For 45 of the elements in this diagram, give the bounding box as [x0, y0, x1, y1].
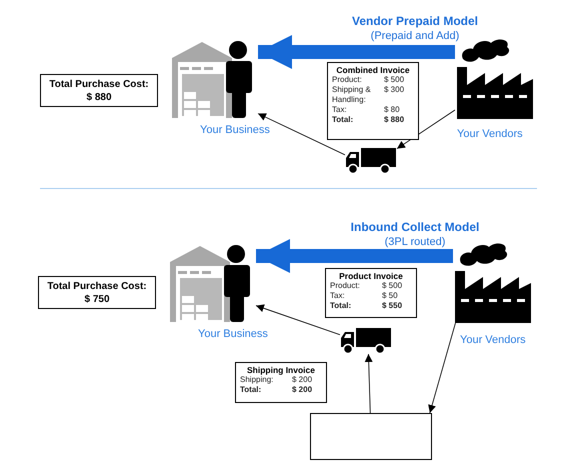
- invoice-amount: $ 550: [382, 301, 404, 311]
- arrow: [364, 354, 373, 414]
- section-title: Inbound Collect Model: [350, 219, 480, 236]
- invoice-box: [327, 62, 419, 140]
- section-title: Vendor Prepaid Model: [350, 13, 480, 30]
- invoice-item: Shipping:: [240, 375, 274, 385]
- section-subtitle: (3PL routed): [384, 235, 446, 250]
- invoice-item: Total:: [330, 301, 352, 311]
- invoice-amount: $ 500: [382, 281, 404, 291]
- flow-arrow: [256, 239, 453, 273]
- invoice-title: Shipping Invoice: [246, 365, 316, 375]
- invoice-item: Tax:: [332, 105, 348, 115]
- invoice-amount: $ 200: [292, 375, 314, 385]
- invoice-amount: $ 80: [384, 105, 401, 115]
- invoice-item: Product:: [330, 281, 361, 291]
- invoice-amount: $ 300: [384, 85, 406, 96]
- invoice-title: Product Invoice: [338, 271, 404, 281]
- invoice-amount: $ 200: [292, 385, 314, 395]
- node-caption: Your Business: [198, 327, 268, 342]
- invoice-amount: $ 500: [384, 75, 406, 85]
- arrow: [256, 304, 340, 336]
- invoice-item: Total:: [332, 115, 354, 125]
- invoice-box: [235, 362, 327, 403]
- cost-text: Total Purchase Cost:: [47, 280, 147, 292]
- arrow: [428, 322, 456, 414]
- invoice-box: [325, 268, 417, 318]
- cost-box: [40, 74, 158, 107]
- section-subtitle: (Prepaid and Add): [370, 29, 460, 44]
- node-caption: Your Vendors: [460, 333, 526, 348]
- invoice-title: Combined Invoice: [335, 65, 411, 75]
- invoice-amount: $ 50: [382, 291, 399, 301]
- node-caption: Your Vendors: [457, 127, 523, 142]
- arrow: [258, 113, 346, 156]
- invoice-item: Tax:: [330, 291, 346, 301]
- cost-box: [38, 276, 156, 309]
- empty-box: [310, 413, 432, 460]
- cost-text: Total Purchase Cost:: [49, 78, 149, 90]
- invoice-item: Product:: [332, 75, 363, 85]
- node-caption: Your Business: [200, 123, 270, 138]
- invoice-amount: $ 880: [384, 115, 406, 125]
- invoice-item: Shipping & Handling:: [332, 85, 372, 105]
- cost-text: $ 750: [84, 292, 110, 306]
- cost-text: $ 880: [86, 90, 112, 104]
- invoice-item: Total:: [240, 385, 262, 395]
- flow-arrow: [258, 35, 455, 69]
